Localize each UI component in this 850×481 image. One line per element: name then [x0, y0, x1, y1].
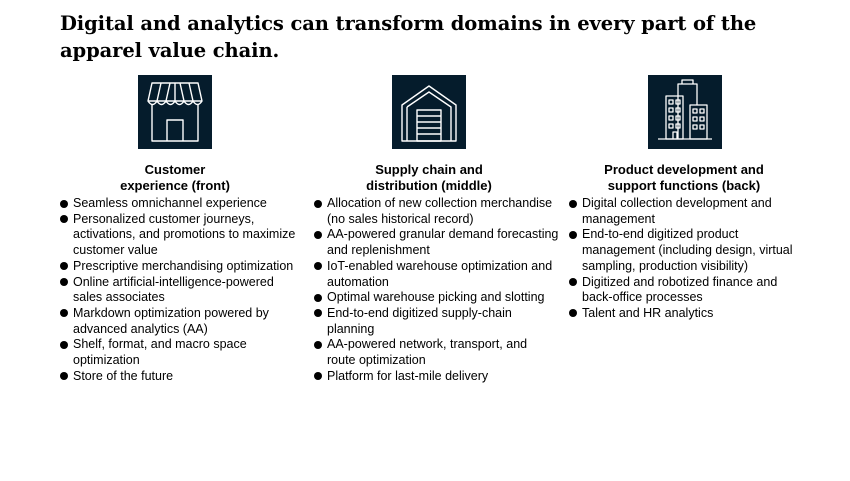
list-item: End-to-end digitized product management … — [567, 227, 808, 274]
page-title: Digital and analytics can transform doma… — [60, 12, 757, 62]
list-item: Seamless omnichannel experience — [58, 196, 305, 212]
storefront-icon — [138, 75, 212, 149]
list-item: AA-powered granular demand forecasting a… — [312, 227, 559, 258]
list-item: Personalized customer journeys, activati… — [58, 212, 305, 259]
item-list: Allocation of new collection merchandise… — [312, 196, 558, 384]
list-item: Optimal warehouse picking and slotting — [312, 290, 559, 306]
list-item: Allocation of new collection merchandise… — [312, 196, 559, 227]
list-item: IoT-enabled warehouse optimization and a… — [312, 259, 559, 290]
column-product-development: Product development and support function… — [567, 75, 807, 322]
warehouse-icon — [392, 75, 466, 149]
list-item: End-to-end digitized supply-chain planni… — [312, 306, 559, 337]
column-customer-experience: Customer experience (front) Seamless omn… — [58, 75, 298, 384]
item-list: Digital collection development and manag… — [567, 196, 807, 322]
list-item: Markdown optimization powered by advance… — [58, 306, 305, 337]
list-item: Talent and HR analytics — [567, 306, 808, 322]
list-item: Digital collection development and manag… — [567, 196, 808, 227]
list-item: Prescriptive merchandising optimization — [58, 259, 305, 275]
office-buildings-icon — [648, 75, 722, 149]
column-heading: Product development and support function… — [604, 162, 764, 193]
list-item: Shelf, format, and macro space optimizat… — [58, 337, 305, 368]
column-heading: Customer experience (front) — [120, 162, 230, 193]
list-item: Online artificial-intelligence-powered s… — [58, 275, 305, 306]
item-list: Seamless omnichannel experience Personal… — [58, 196, 298, 384]
list-item: Platform for last-mile delivery — [312, 369, 559, 385]
list-item: Digitized and robotized finance and back… — [567, 275, 808, 306]
list-item: AA-powered network, transport, and route… — [312, 337, 559, 368]
column-heading: Supply chain and distribution (middle) — [366, 162, 492, 193]
list-item: Store of the future — [58, 369, 305, 385]
column-supply-chain: Supply chain and distribution (middle) A… — [312, 75, 558, 384]
